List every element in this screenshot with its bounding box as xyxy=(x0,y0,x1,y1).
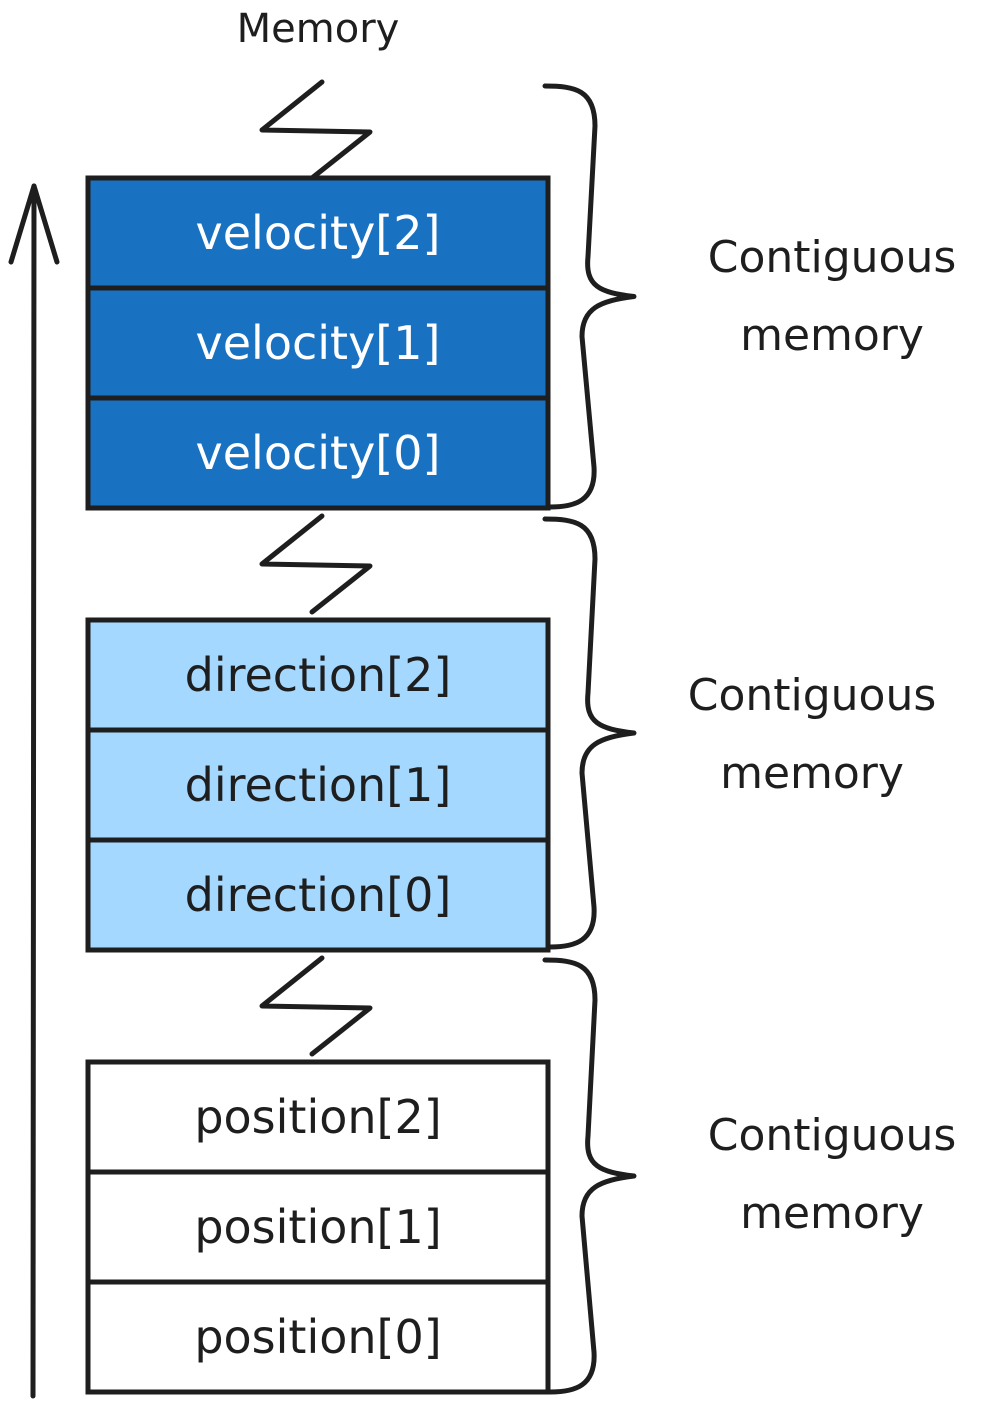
memory-cell-label: position[1] xyxy=(194,1200,441,1254)
zigzag-break-icon xyxy=(259,955,373,1057)
memory-cell-label: position[0] xyxy=(194,1310,441,1364)
memory-cell-box xyxy=(85,727,551,843)
memory-cell-box xyxy=(85,1059,551,1175)
arrow-head-icon xyxy=(8,183,60,265)
memory-cell-box xyxy=(85,285,551,401)
memory-title: Memory xyxy=(237,6,400,52)
memory-cell: velocity[0] xyxy=(85,395,551,511)
memory-cell-box xyxy=(85,395,551,511)
brace-label-line: Contiguous xyxy=(688,670,937,721)
memory-cell: direction[2] xyxy=(85,617,551,733)
contiguous-memory-label: Contiguous memory xyxy=(708,232,957,361)
memory-cell-label: direction[2] xyxy=(185,648,452,702)
brace-label-line: memory xyxy=(720,748,904,799)
memory-cell-label: velocity[1] xyxy=(196,316,441,370)
memory-cell-label: velocity[2] xyxy=(196,206,441,260)
memory-cell-box xyxy=(85,1169,551,1285)
brace-label-line: Contiguous xyxy=(708,232,957,283)
memory-cell: position[2] xyxy=(85,1059,551,1175)
memory-cell-box xyxy=(85,837,551,953)
curly-brace-icon xyxy=(542,516,637,950)
zigzag-break-icon xyxy=(259,79,373,181)
memory-cell-label: position[2] xyxy=(194,1090,441,1144)
memory-cell: velocity[1] xyxy=(85,285,551,401)
curly-brace-icon xyxy=(542,957,637,1395)
contiguous-memory-label: Contiguous memory xyxy=(708,1110,957,1239)
brace-label-line: Contiguous xyxy=(708,1110,957,1161)
brace-label-line: memory xyxy=(740,1188,924,1239)
memory-cell-label: direction[1] xyxy=(185,758,452,812)
curly-brace-icon xyxy=(542,83,637,510)
memory-cell: position[1] xyxy=(85,1169,551,1285)
memory-cell-label: direction[0] xyxy=(185,868,452,922)
memory-cell: position[0] xyxy=(85,1279,551,1395)
memory-cell: direction[1] xyxy=(85,727,551,843)
memory-cell-box xyxy=(85,1279,551,1395)
contiguous-memory-label: Contiguous memory xyxy=(688,670,937,799)
memory-cell: direction[0] xyxy=(85,837,551,953)
block-position: position[2] position[1] position[0] Contigu… xyxy=(85,955,957,1395)
zigzag-break-icon xyxy=(259,513,373,615)
memory-cell: velocity[2] xyxy=(85,175,551,291)
address-arrow xyxy=(8,183,60,1399)
block-velocity: velocity[2] velocity[1] velocity[0] Contigu… xyxy=(85,79,957,511)
memory-cell-label: velocity[0] xyxy=(196,426,441,480)
block-direction: direction[2] direction[1] direction[0] Cont… xyxy=(85,513,937,953)
arrow-shaft xyxy=(30,183,37,1399)
brace-label-line: memory xyxy=(740,310,924,361)
